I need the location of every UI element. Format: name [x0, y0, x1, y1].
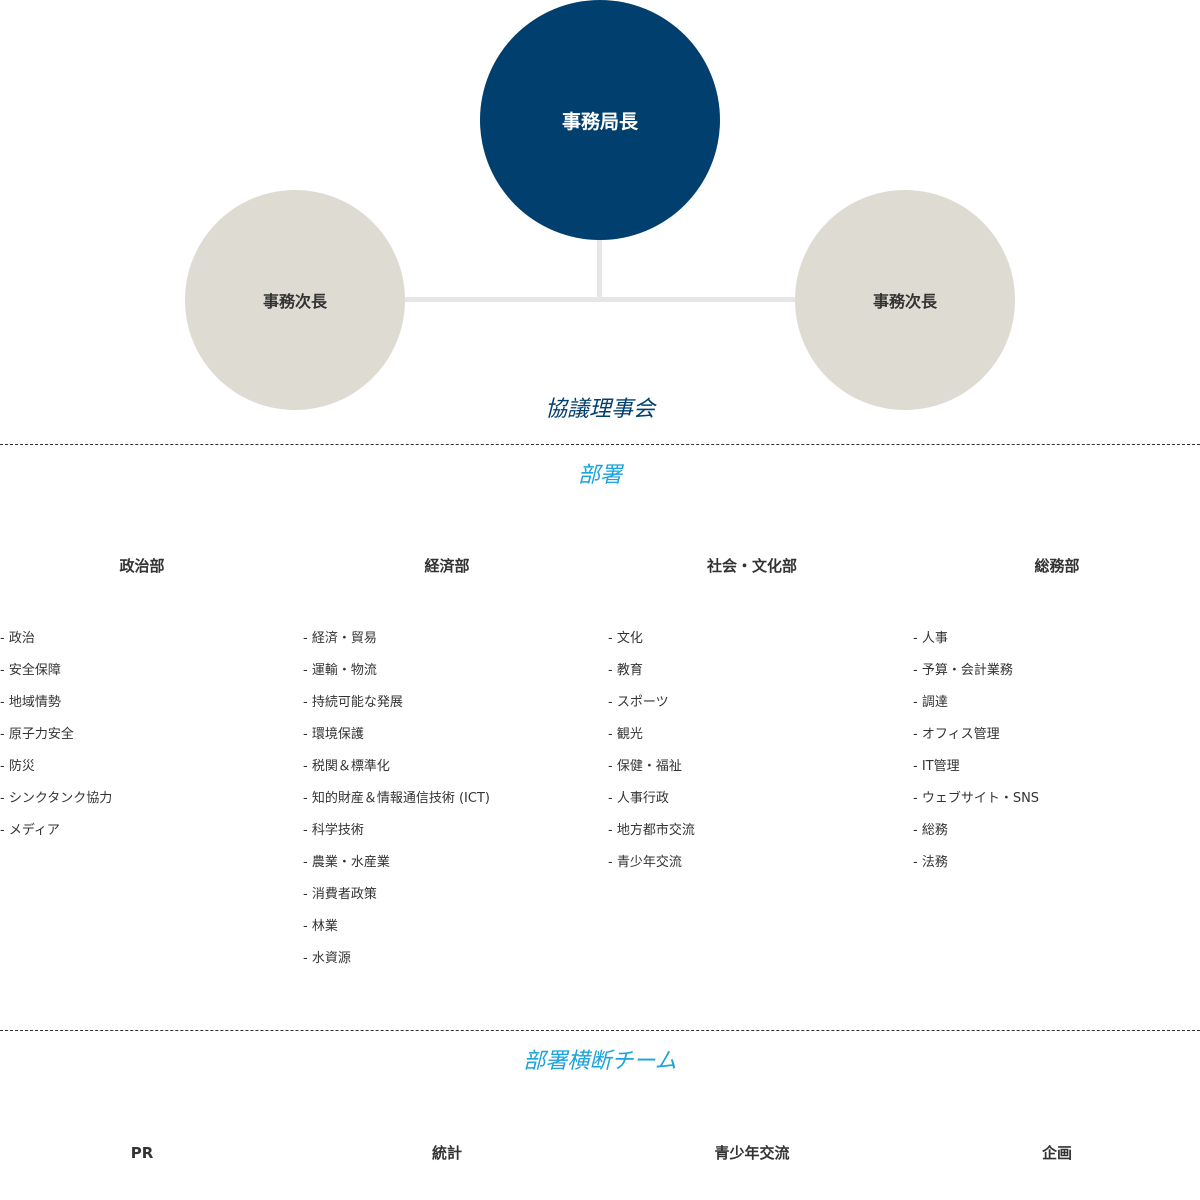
- department-item-list-general-affairs: - 人事 - 予算・会計業務 - 調達 - オフィス管理 - IT管理 - ウェブサイト・…: [913, 628, 1039, 884]
- department-item: - シンクタンク協力: [0, 791, 113, 806]
- department-item: - 経済・貿易: [303, 631, 377, 646]
- department-item-list-economy: - 経済・貿易 - 運輸・物流 - 持続可能な発展 - 環境保護 - 税関＆標準化 - 知…: [303, 628, 490, 980]
- department-item: - 文化: [608, 631, 643, 646]
- department-item: - 林業: [303, 919, 338, 934]
- department-item: - 総務: [913, 823, 948, 838]
- department-item: - オフィス管理: [913, 727, 1000, 742]
- department-item-list-society-culture: - 文化 - 教育 - スポーツ - 観光 - 保健・福祉 - 人事行政 - 地方都市交流 -…: [608, 628, 695, 884]
- connector-horizontal: [400, 297, 800, 302]
- deputy-secretary-general-right-node: 事務次長: [795, 190, 1015, 410]
- department-item: - ウェブサイト・SNS: [913, 791, 1040, 806]
- department-item: - 知的財産＆情報通信技術 (ICT): [303, 791, 490, 806]
- team-statistics: 統計: [431, 1144, 462, 1162]
- department-item: - 科学技術: [303, 823, 364, 838]
- department-item: - 観光: [608, 727, 643, 742]
- department-item: - 法務: [913, 855, 948, 870]
- department-item: - 政治: [0, 631, 35, 646]
- department-item: - 教育: [608, 663, 643, 678]
- department-item: - IT管理: [913, 759, 960, 774]
- secretary-general-label: 事務局長: [561, 110, 638, 133]
- department-item: - 水資源: [303, 951, 351, 966]
- department-item: - 運輸・物流: [303, 663, 377, 678]
- department-item: - 防災: [0, 759, 35, 774]
- department-item: - 持続可能な発展: [303, 695, 403, 710]
- department-header-economy: 経済部: [424, 557, 470, 575]
- deputy-secretary-general-left-node: 事務次長: [185, 190, 405, 410]
- department-item: - 予算・会計業務: [913, 663, 1013, 678]
- department-item: - 消費者政策: [303, 887, 377, 902]
- council-title: 協議理事会: [544, 397, 655, 422]
- department-header-politics: 政治部: [119, 557, 165, 575]
- team-pr: PR: [130, 1144, 154, 1162]
- department-item: - 環境保護: [303, 727, 364, 742]
- department-item: - 調達: [913, 695, 948, 710]
- department-item: - 人事行政: [608, 791, 669, 806]
- department-item: - 地方都市交流: [608, 823, 695, 838]
- departments-title: 部署: [577, 463, 622, 488]
- team-youth-exchange: 青少年交流: [714, 1144, 790, 1162]
- department-item: - 人事: [913, 631, 948, 646]
- department-item: - 農業・水産業: [303, 855, 390, 870]
- department-header-society-culture: 社会・文化部: [706, 557, 797, 575]
- dashed-divider-bottom: [0, 1030, 1200, 1031]
- deputy-right-label: 事務次長: [872, 292, 937, 311]
- secretary-general-node: 事務局長: [480, 0, 720, 240]
- department-item: - 青少年交流: [608, 855, 682, 870]
- cross-department-teams-title: 部署横断チーム: [523, 1049, 677, 1074]
- department-item: - スポーツ: [608, 695, 669, 710]
- dashed-divider-top: [0, 444, 1200, 445]
- department-header-general-affairs: 総務部: [1034, 557, 1080, 575]
- department-item: - 安全保障: [0, 663, 61, 678]
- department-item: - メディア: [0, 823, 60, 838]
- team-planning: 企画: [1041, 1144, 1072, 1162]
- deputy-left-label: 事務次長: [262, 292, 327, 311]
- department-item: - 税関＆標準化: [303, 759, 390, 774]
- department-item: - 地域情勢: [0, 695, 61, 710]
- connector-vertical: [597, 238, 602, 300]
- department-item: - 原子力安全: [0, 727, 74, 742]
- department-item: - 保健・福祉: [608, 759, 682, 774]
- department-item-list-politics: - 政治 - 安全保障 - 地域情勢 - 原子力安全 - 防災 - シンクタンク協力 - メ…: [0, 628, 112, 852]
